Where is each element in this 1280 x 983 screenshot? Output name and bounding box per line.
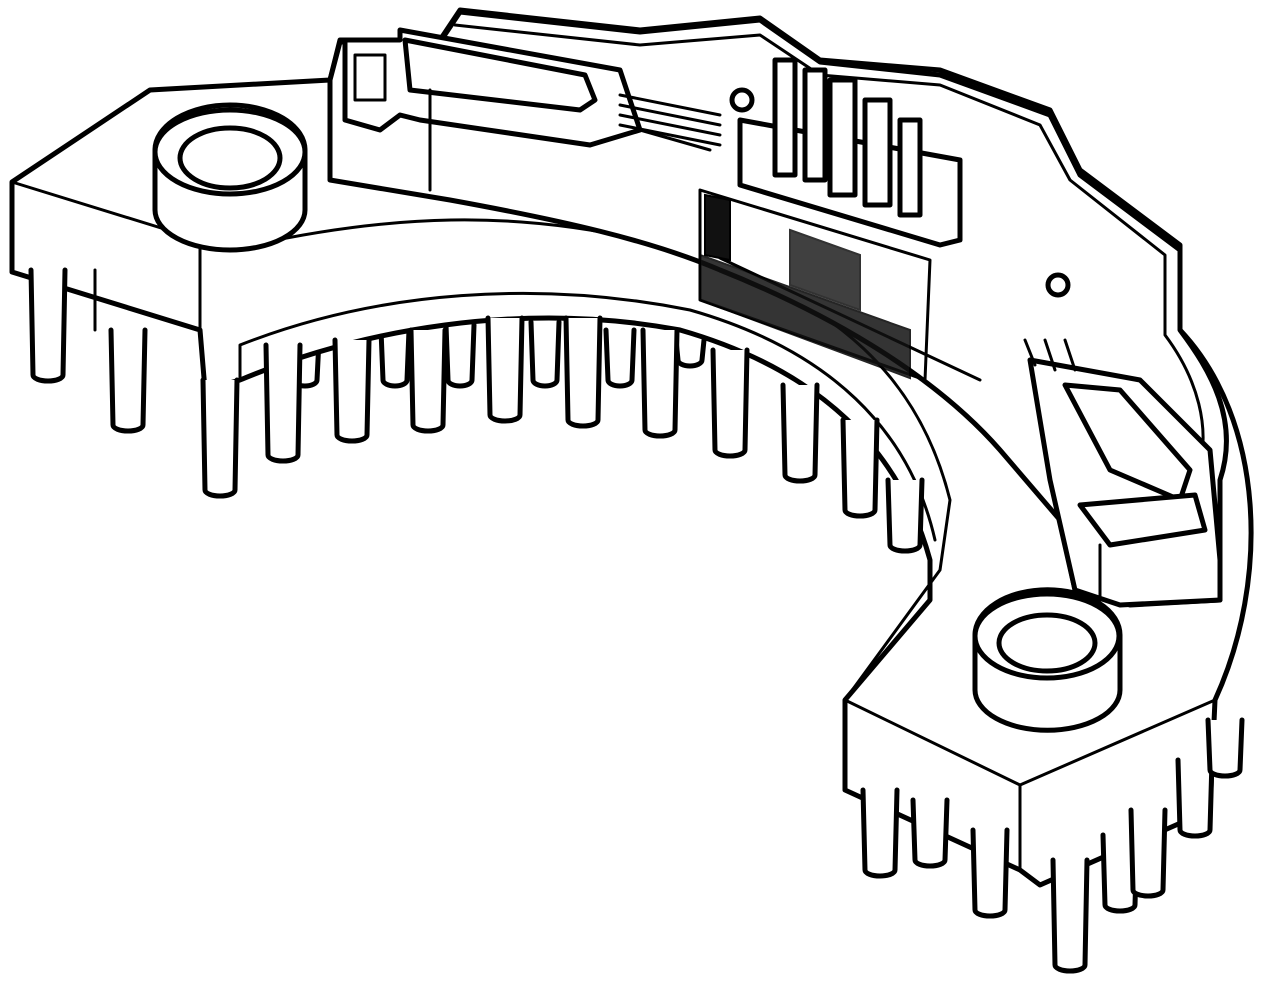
terminal-pin — [28, 267, 68, 384]
terminal-pin — [640, 327, 680, 439]
terminal-pin — [563, 315, 603, 429]
pins-front-row — [28, 267, 1245, 974]
product-label — [698, 188, 932, 382]
terminal-pin — [200, 377, 240, 499]
terminal-pin — [840, 417, 880, 519]
base-plate-side-edge — [93, 238, 1217, 872]
inner-curve-edge — [238, 291, 937, 542]
terminal-pin — [332, 337, 372, 444]
housing-ridge — [327, 9, 1229, 608]
terminal-pin — [780, 382, 820, 484]
terminal-pin — [1175, 757, 1215, 839]
terminal-pin — [263, 342, 303, 464]
terminal-pin — [673, 337, 707, 369]
terminal-pin — [1205, 717, 1245, 779]
terminal-pin — [108, 327, 148, 434]
terminal-pin — [603, 327, 637, 389]
terminal-pin — [1128, 807, 1168, 899]
terminal-block — [729, 57, 1071, 298]
terminal-pin — [408, 327, 448, 434]
terminal-pin — [710, 347, 750, 459]
terminal-pin — [378, 327, 412, 389]
terminal-pin — [970, 827, 1010, 919]
terminal-pin — [885, 477, 925, 554]
terminal-pin — [910, 797, 950, 869]
terminal-pin — [1100, 832, 1140, 914]
mounting-boss-left — [152, 102, 308, 253]
terminal-pin — [860, 787, 900, 879]
right-connector — [1023, 338, 1223, 608]
terminal-pin — [485, 315, 525, 424]
terminal-pin — [1050, 857, 1090, 974]
top-connector — [342, 27, 722, 192]
terminal-pin — [528, 319, 562, 389]
terminal-pin — [443, 322, 477, 389]
mounting-boss-right — [972, 587, 1123, 733]
